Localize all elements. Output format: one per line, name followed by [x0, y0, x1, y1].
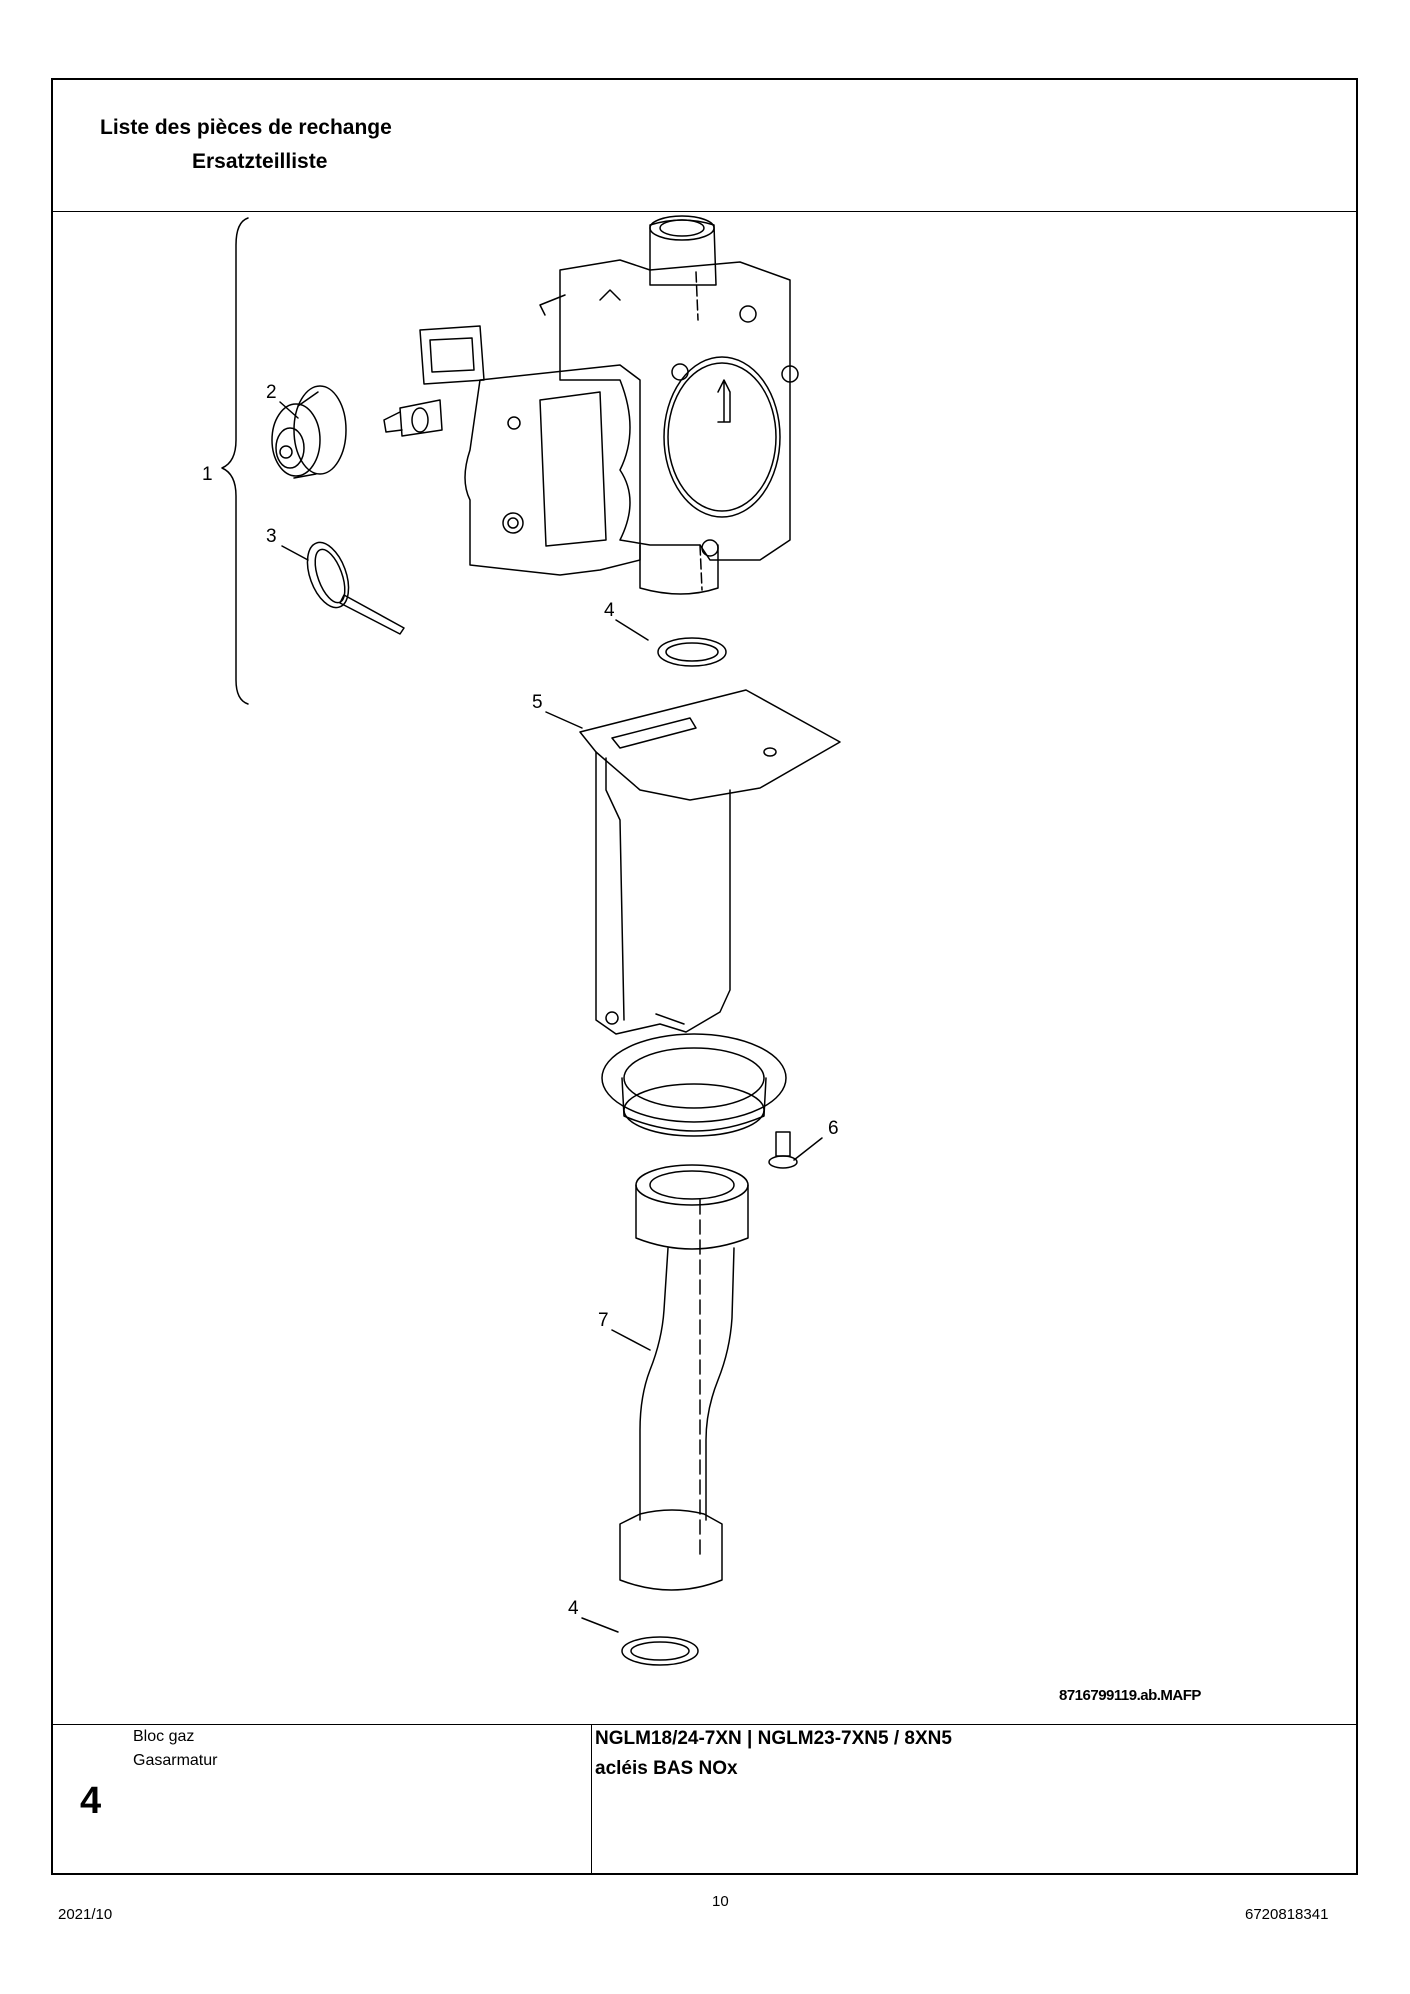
part-6-screw	[768, 1131, 798, 1169]
callout-4-top: 4	[604, 600, 615, 621]
title-french: Liste des pièces de rechange	[100, 116, 392, 139]
callout-5: 5	[532, 692, 543, 713]
callout-7: 7	[598, 1310, 609, 1331]
drawing-reference: 8716799119.ab.MAFP	[1059, 1687, 1201, 1704]
footer-column-divider	[591, 1724, 592, 1875]
part-4-seal-top	[657, 637, 727, 667]
footer-divider	[51, 1724, 1358, 1725]
group-bracket	[221, 217, 249, 705]
description-german: Gasarmatur	[133, 1752, 218, 1769]
issue-date: 2021/10	[58, 1906, 113, 1923]
callout-3: 3	[266, 526, 277, 547]
part-2-cap	[271, 385, 347, 479]
callout-1: 1	[202, 464, 213, 485]
description-french: Bloc gaz	[133, 1728, 195, 1745]
callout-6: 6	[828, 1118, 839, 1139]
part-5-adapter	[579, 689, 841, 1035]
page-frame	[51, 78, 1358, 1875]
section-number: 4	[80, 1780, 102, 1822]
part-7-gas-pipe	[619, 1164, 749, 1591]
callout-2: 2	[266, 382, 277, 403]
page-number: 10	[712, 1893, 729, 1910]
model-variant: acléis BAS NOx	[595, 1758, 738, 1779]
model-numbers: NGLM18/24-7XN | NGLM23-7XN5 / 8XN5	[595, 1728, 952, 1749]
part-3-cable-tie	[306, 541, 405, 635]
document-number: 6720818341	[1245, 1906, 1329, 1923]
title-german: Ersatzteilliste	[192, 150, 328, 173]
part-4-seal-bottom	[621, 1636, 699, 1666]
header-divider	[51, 211, 1358, 212]
callout-4-bottom: 4	[568, 1598, 579, 1619]
part-1-gas-valve	[383, 215, 799, 595]
flange-ring	[601, 1033, 787, 1137]
